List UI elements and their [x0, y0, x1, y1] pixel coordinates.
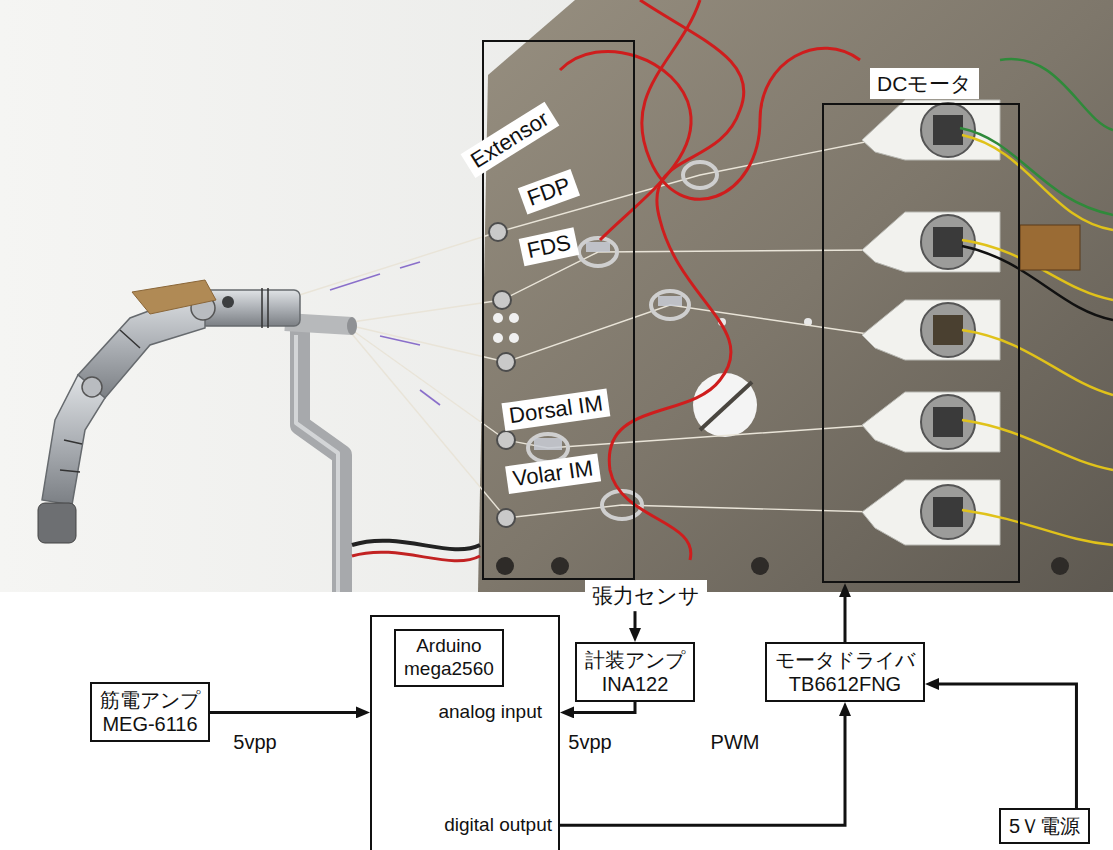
- wire: [962, 330, 1113, 395]
- tendon-wires: [290, 140, 875, 518]
- robot-finger: [38, 280, 300, 543]
- signal-label: 5vpp: [562, 729, 617, 755]
- pin-label: digital output: [372, 814, 558, 837]
- tendon: [498, 140, 875, 232]
- stand-arm-end: [347, 317, 357, 335]
- box-text: 5Ｖ電源: [1009, 814, 1080, 838]
- wire: [962, 510, 1113, 545]
- motor-bracket: [862, 212, 1000, 272]
- tape: [586, 242, 610, 252]
- signal-arrow: [844, 593, 847, 642]
- pin-label: analog input: [372, 701, 558, 724]
- red-wires: [560, 0, 860, 560]
- dc-motors: [862, 100, 1000, 545]
- stand-tube: [300, 330, 342, 592]
- screw: [497, 431, 515, 449]
- finger-joint: [82, 377, 102, 397]
- wall-background: [0, 0, 1113, 592]
- motor-bracket: [862, 100, 1000, 160]
- sensor-ring: [683, 162, 717, 188]
- motor-driver-box: モータドライバ TB6612FNG: [765, 642, 925, 702]
- signal-arrow: [634, 611, 637, 632]
- motor-bracket: [862, 300, 1000, 360]
- plate-hole: [509, 313, 519, 323]
- plate-hole: [551, 557, 569, 575]
- muscle-label: Extensor: [461, 102, 560, 178]
- circuit-board: [1020, 225, 1080, 270]
- box-text: 筋電アンプ MEG-6116: [100, 688, 200, 736]
- distal-link: [42, 375, 105, 505]
- group-heading: 張力センサ: [585, 580, 707, 611]
- motor-encoder: [933, 497, 963, 527]
- stand-highlight: [296, 335, 338, 592]
- cable: [352, 552, 480, 561]
- wire-wraps: [60, 288, 268, 472]
- emg-amp-box: 筋電アンプ MEG-6116: [90, 682, 210, 742]
- screw: [489, 223, 507, 241]
- plate-hole: [1051, 557, 1069, 575]
- signal-arrow: [210, 711, 360, 714]
- signal-label: 5vpp: [227, 729, 282, 755]
- tape: [534, 438, 562, 450]
- screw: [493, 291, 511, 309]
- motor-encoder: [933, 227, 963, 257]
- signal-arrow: [570, 702, 635, 712]
- felt-pad: [132, 280, 216, 314]
- sensor-ring: [579, 238, 617, 266]
- wire: [560, 51, 691, 240]
- muscle-label: Volar IM: [505, 453, 601, 494]
- wire: [1000, 59, 1113, 130]
- muscle-label: FDS: [519, 227, 580, 266]
- screw: [497, 353, 515, 371]
- base-plate: [478, 0, 1113, 592]
- wire: [642, 0, 860, 199]
- tendon-mark: [400, 262, 420, 268]
- board-name-box: Arduino mega2560: [394, 629, 504, 687]
- plate-hole-large: [693, 373, 757, 437]
- tendon-mark: [330, 274, 380, 290]
- sensor-ring: [651, 291, 689, 319]
- plate-hole: [493, 313, 503, 323]
- link-hole: [222, 296, 234, 308]
- fingertip: [38, 503, 76, 543]
- signal-arrow: [560, 712, 845, 825]
- wire: [962, 135, 1113, 230]
- tendon: [290, 232, 498, 298]
- stand-cables: [352, 541, 480, 561]
- plate-hole: [493, 333, 503, 343]
- dc-motor-group: DCモータ: [822, 68, 1020, 583]
- screw: [497, 509, 515, 527]
- plate-hole: [496, 557, 514, 575]
- motor-encoder: [933, 407, 963, 437]
- power-supply-box: 5Ｖ電源: [999, 808, 1090, 844]
- signal-arrow: [935, 684, 1076, 808]
- muscle-label: Dorsal IM: [501, 389, 610, 432]
- inst-amp-box: 計装アンプ INA122: [575, 642, 695, 702]
- tendon: [352, 300, 502, 322]
- tendon-mark: [420, 390, 440, 405]
- hole-slot: [700, 382, 752, 430]
- arduino-board: analog input digital output Arduino mega25…: [370, 615, 560, 850]
- motor-wires: [960, 59, 1113, 545]
- cable: [352, 541, 480, 550]
- tendon: [506, 505, 875, 518]
- motor-encoder: [933, 115, 963, 145]
- group-frame: [482, 40, 635, 580]
- box-text: 計装アンプ INA122: [585, 648, 685, 696]
- tape: [658, 296, 682, 306]
- motor-encoder: [933, 315, 963, 345]
- signal-label: PWM: [705, 729, 766, 755]
- box-text: モータドライバ TB6612FNG: [775, 648, 915, 696]
- muscle-label: FDP: [518, 169, 580, 215]
- tendon: [506, 305, 875, 362]
- finger-stand: [285, 317, 357, 592]
- plate-hole: [509, 333, 519, 343]
- wire: [962, 420, 1113, 470]
- plate-hole: [751, 557, 769, 575]
- box-text: Arduino mega2560: [404, 635, 494, 681]
- group-heading: DCモータ: [870, 68, 979, 99]
- tendon-mark: [380, 336, 420, 345]
- group-frame: [822, 103, 1020, 583]
